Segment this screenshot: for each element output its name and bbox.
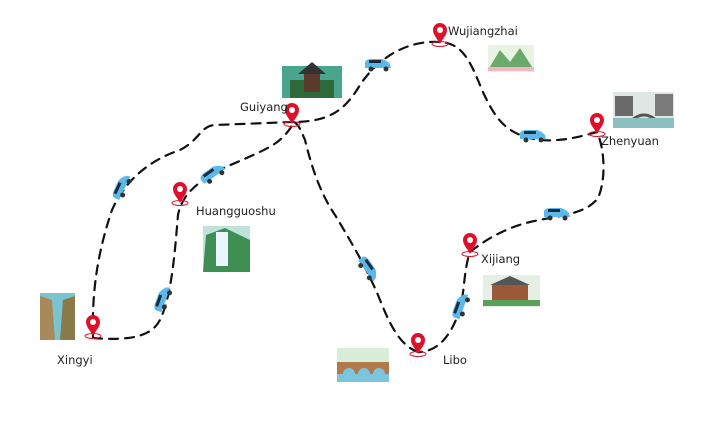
route-main <box>91 40 605 354</box>
location-pin-icon[interactable] <box>431 23 449 47</box>
city-label-xingyi: Xingyi <box>57 353 93 367</box>
location-pin-icon[interactable] <box>171 182 189 206</box>
city-label-guiyang: Guiyang <box>240 100 288 114</box>
wujiangzhai-mountain-image <box>488 45 534 72</box>
location-pin-icon[interactable] <box>409 333 427 357</box>
location-pin-icon[interactable] <box>588 113 606 137</box>
route-libo-guiyang <box>292 120 420 354</box>
car-icon <box>520 130 546 143</box>
car-icon <box>154 287 172 313</box>
city-label-wujiangzhai: Wujiangzhai <box>448 24 518 38</box>
car-icon <box>544 208 570 221</box>
car-icon <box>112 175 132 201</box>
car-icon <box>200 165 226 184</box>
xingyi-gorge-image <box>40 293 75 340</box>
libo-bridge-image <box>337 348 389 382</box>
guiyang-pagoda-image <box>282 62 342 98</box>
location-pin-icon[interactable] <box>84 315 102 339</box>
city-label-xijiang: Xijiang <box>481 252 521 266</box>
city-label-zhenyuan: Zhenyuan <box>601 134 659 148</box>
xijiang-village-image <box>483 275 540 307</box>
huangguoshu-waterfall-image <box>203 226 250 272</box>
car-icon <box>452 294 470 320</box>
route-huangguoshu <box>91 120 295 340</box>
zhenyuan-town-image <box>613 92 674 128</box>
car-icon <box>358 256 377 282</box>
city-label-libo: Libo <box>443 353 467 367</box>
location-pin-icon[interactable] <box>283 103 301 127</box>
car-icon <box>365 59 391 72</box>
city-label-huangguoshu: Huangguoshu <box>196 204 276 218</box>
location-pin-icon[interactable] <box>461 233 479 257</box>
